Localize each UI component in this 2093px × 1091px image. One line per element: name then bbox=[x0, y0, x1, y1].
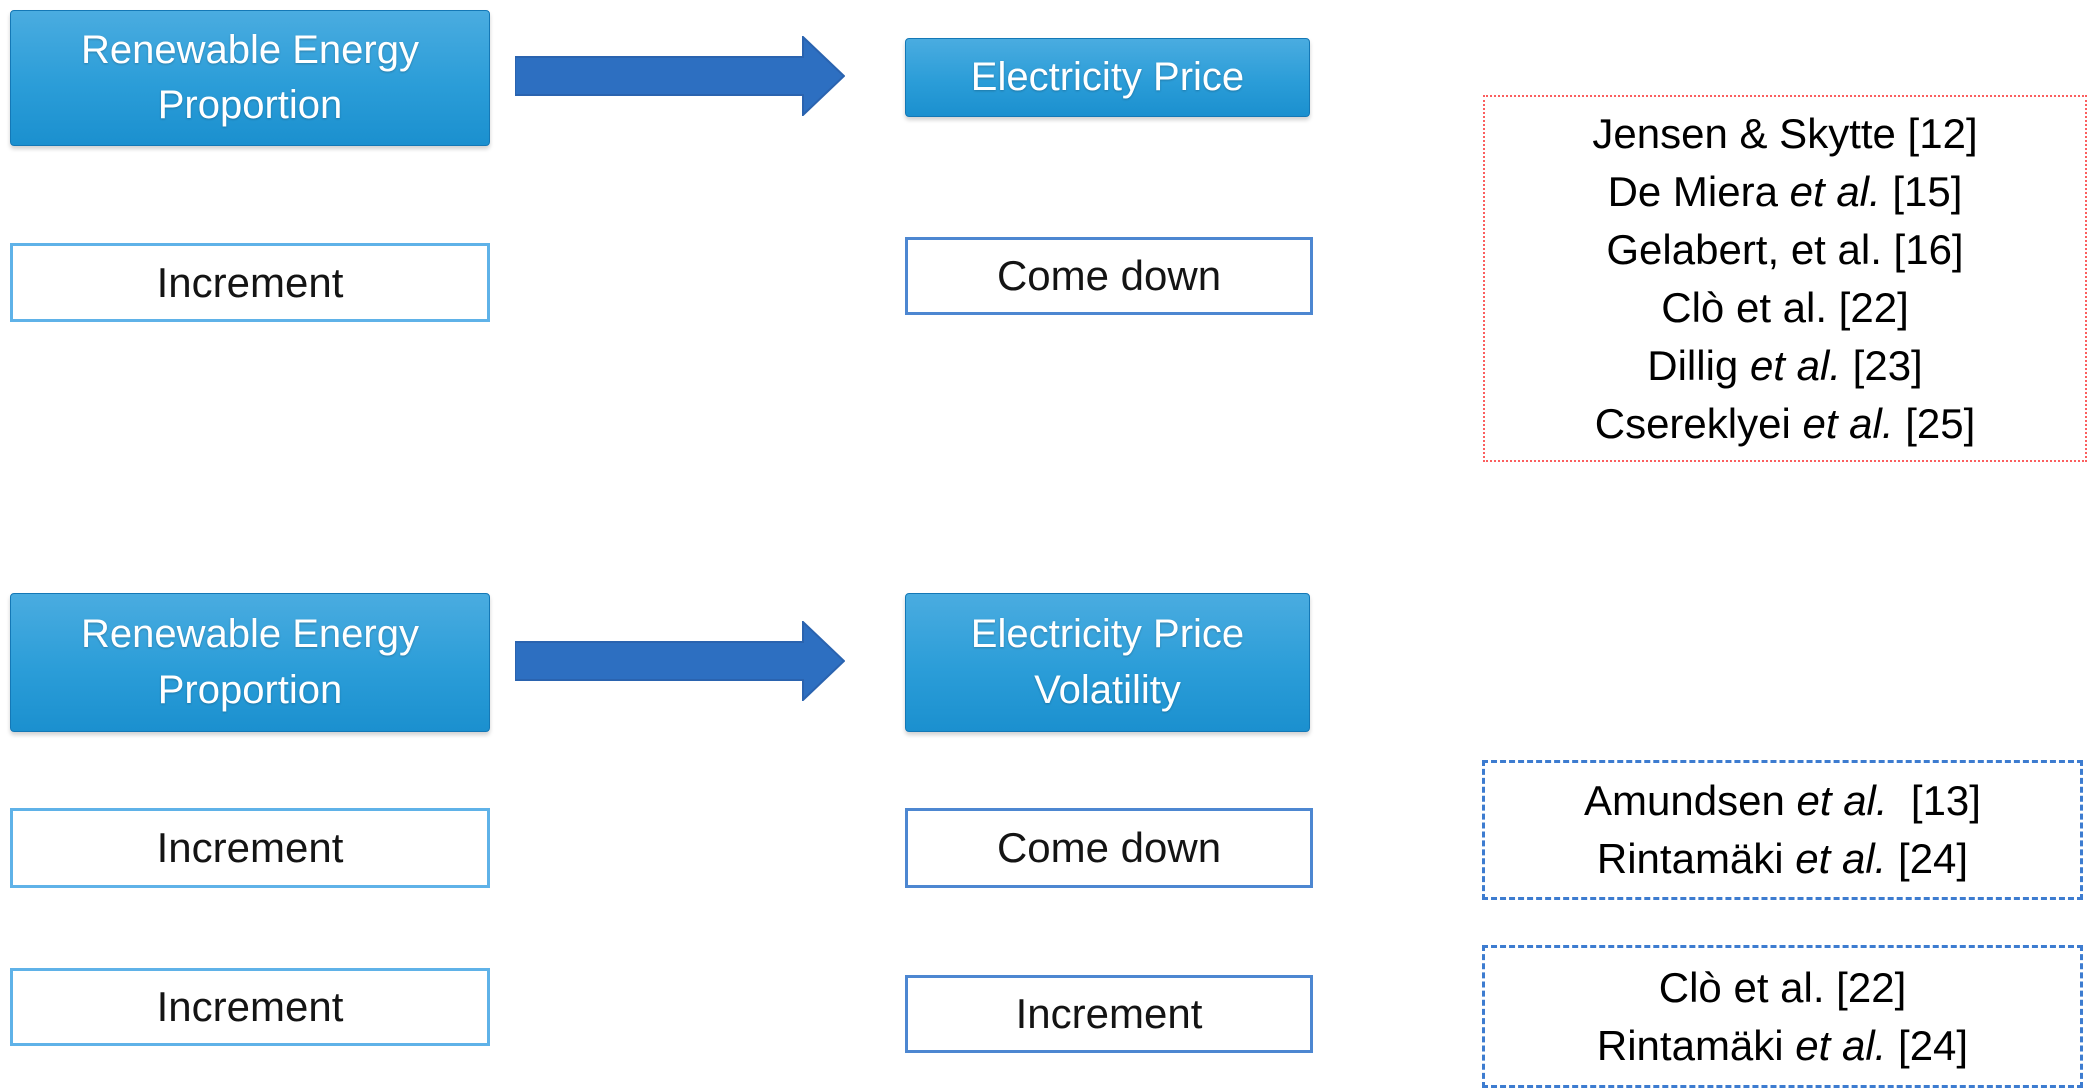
outcome-increment-price-cause: Increment bbox=[10, 243, 490, 322]
reference-line: Csereklyei et al. [25] bbox=[1595, 395, 1976, 453]
reference-text: [24] bbox=[1886, 1021, 1969, 1069]
outcome-increment-volatility-case1: Increment bbox=[10, 808, 490, 888]
node-label: Electricity Price Volatility bbox=[970, 612, 1245, 712]
reference-text: [25] bbox=[1893, 399, 1976, 447]
outcome-label: Come down bbox=[996, 252, 1222, 299]
reference-etal-italic: et al. bbox=[1796, 777, 1888, 824]
reference-text: Gelabert, et al. [16] bbox=[1606, 225, 1964, 273]
reference-line: Jensen & Skytte [12] bbox=[1592, 105, 1977, 163]
reference-line: Gelabert, et al. [16] bbox=[1606, 221, 1963, 279]
outcome-increment-volatility-case2: Increment bbox=[10, 968, 490, 1046]
reference-text: Jensen & Skytte [12] bbox=[1592, 109, 1978, 157]
outcome-label: Increment bbox=[156, 258, 344, 306]
reference-text: [15] bbox=[1880, 167, 1963, 215]
reference-line: Rintamäki et al. [24] bbox=[1597, 1017, 1968, 1075]
reference-text: Csereklyei bbox=[1594, 399, 1803, 447]
right-arrow-icon bbox=[515, 36, 845, 116]
reference-etal-italic: et al. bbox=[1749, 341, 1841, 389]
reference-text: [24] bbox=[1886, 835, 1969, 882]
reference-line: Clò et al. [22] bbox=[1659, 959, 1906, 1017]
references-volatility-down: Amundsen et al. [13]Rintamäki et al. [24… bbox=[1482, 760, 2083, 900]
outcome-label: Come down bbox=[996, 824, 1222, 871]
reference-text: [23] bbox=[1841, 341, 1923, 389]
reference-text: [13] bbox=[1887, 777, 1981, 824]
node-renewable-energy-proportion-1: Renewable Energy Proportion bbox=[10, 10, 490, 146]
reference-line: De Miera et al. [15] bbox=[1608, 163, 1963, 221]
reference-text: Dillig bbox=[1647, 341, 1750, 389]
reference-text: Clò et al. [22] bbox=[1658, 963, 1907, 1011]
references-price-effect: Jensen & Skytte [12] De Miera et al. [15]… bbox=[1483, 95, 2087, 462]
reference-etal-italic: et al. bbox=[1795, 835, 1887, 882]
node-electricity-price-volatility: Electricity Price Volatility bbox=[905, 593, 1310, 732]
outcome-come-down-volatility: Come down bbox=[905, 808, 1313, 888]
reference-text: Clò et al. [22] bbox=[1661, 283, 1909, 331]
reference-text: Rintamäki bbox=[1596, 1021, 1796, 1069]
reference-text: Rintamäki bbox=[1596, 835, 1796, 882]
outcome-increment-volatility-effect: Increment bbox=[905, 975, 1313, 1053]
reference-line: Clò et al. [22] bbox=[1661, 279, 1908, 337]
node-renewable-energy-proportion-2: Renewable Energy Proportion bbox=[10, 593, 490, 732]
outcome-label: Increment bbox=[1015, 990, 1203, 1037]
reference-etal-italic: et al. bbox=[1802, 399, 1894, 447]
reference-line: Dillig et al. [23] bbox=[1647, 337, 1922, 395]
references-volatility-up: Clò et al. [22] Rintamäki et al. [24] bbox=[1482, 945, 2083, 1088]
outcome-label: Increment bbox=[156, 824, 344, 871]
outcome-label: Increment bbox=[156, 983, 344, 1030]
outcome-come-down-price: Come down bbox=[905, 237, 1313, 315]
reference-text: De Miera bbox=[1607, 167, 1790, 215]
node-label: Electricity Price bbox=[970, 54, 1245, 99]
node-label: Renewable Energy Proportion bbox=[81, 27, 419, 127]
reference-etal-italic: et al. bbox=[1795, 1021, 1887, 1069]
right-arrow-icon bbox=[515, 621, 845, 701]
node-electricity-price: Electricity Price bbox=[905, 38, 1310, 117]
node-label: Renewable Energy Proportion bbox=[81, 612, 419, 712]
reference-line: Amundsen et al. [13] bbox=[1584, 772, 1981, 830]
reference-etal-italic: et al. bbox=[1789, 167, 1881, 215]
reference-text: Amundsen bbox=[1584, 777, 1797, 824]
reference-line: Rintamäki et al. [24] bbox=[1597, 830, 1968, 888]
